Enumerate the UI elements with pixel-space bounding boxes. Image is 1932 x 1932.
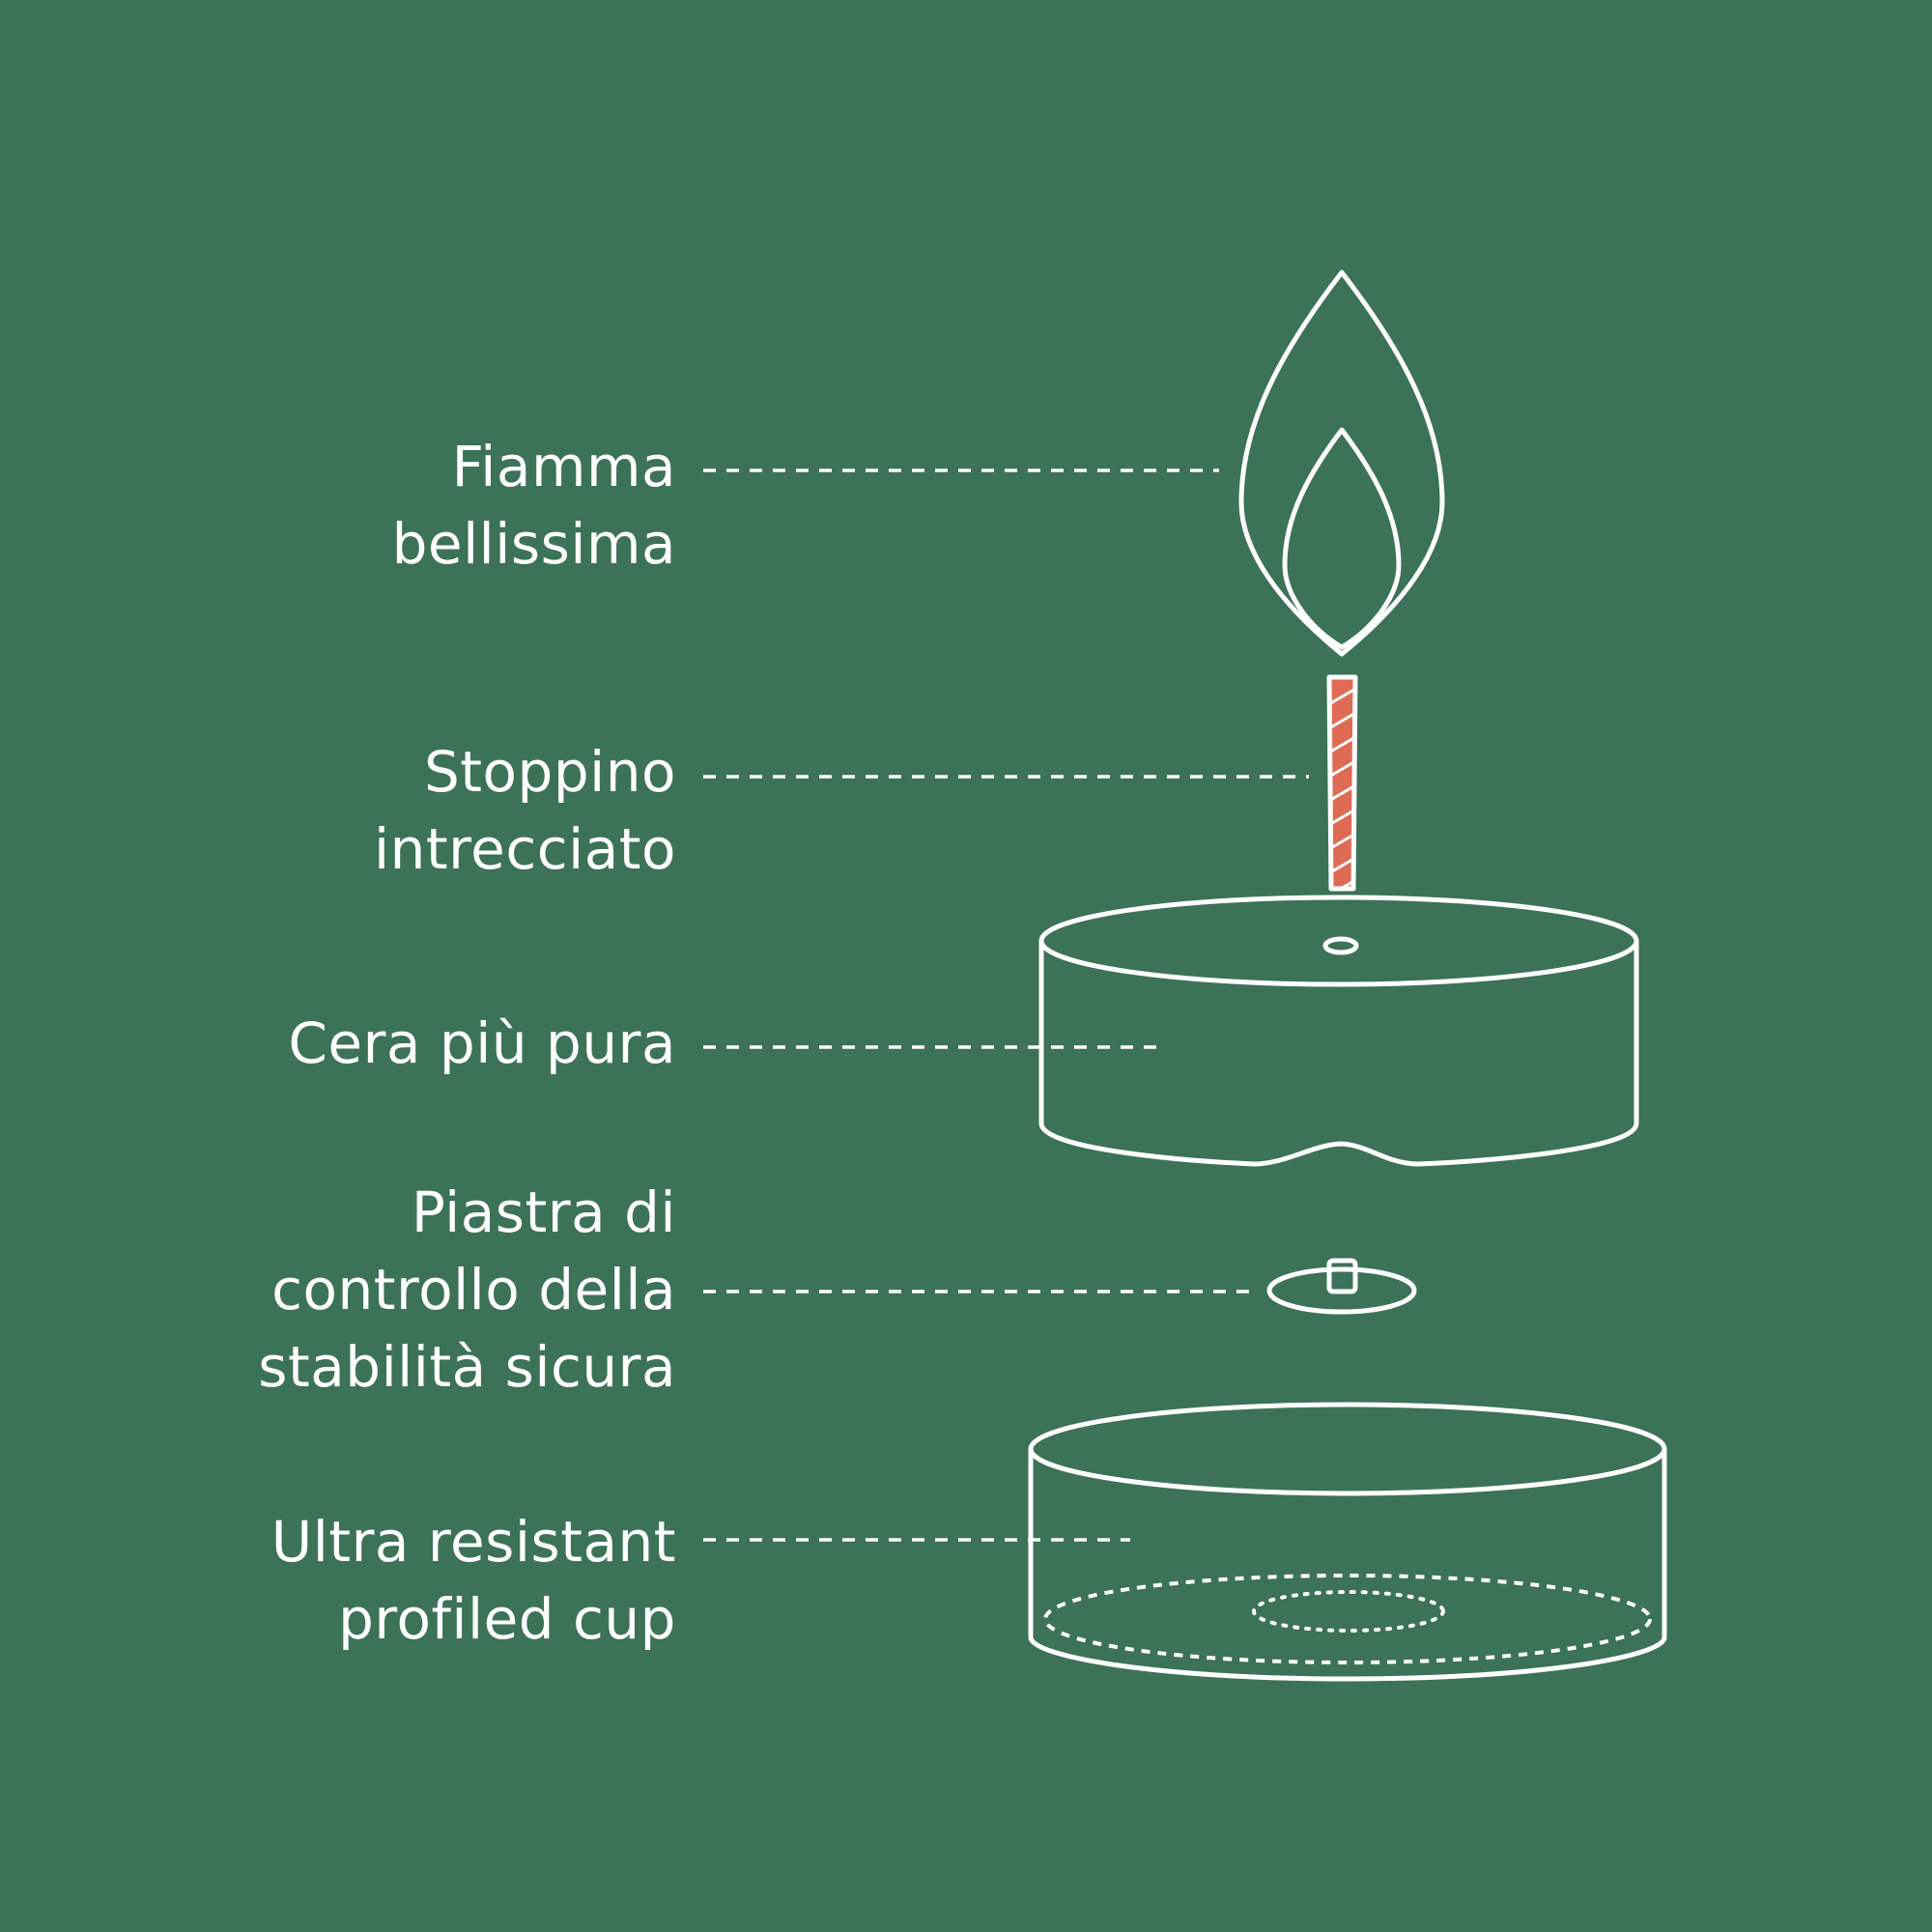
label-wick-line-2: intrecciato	[373, 816, 676, 882]
label-wax-line-1: Cera più pura	[288, 1010, 676, 1076]
label-cup-line-1: Ultra resistant	[270, 1509, 676, 1575]
plate-wick-holder	[1326, 1258, 1358, 1294]
label-cup: Ultra resistant profiled cup	[0, 1503, 676, 1658]
cup-rim	[1028, 1402, 1667, 1496]
wax-icon	[1038, 895, 1639, 1167]
stability-plate-icon	[1266, 1258, 1417, 1315]
cup-body	[1028, 1446, 1667, 1682]
wick-outline	[1326, 674, 1358, 892]
wax-wick-hole	[1322, 936, 1359, 955]
flame-inner	[1282, 427, 1402, 650]
plate-disc	[1266, 1266, 1417, 1315]
label-flame-line-1: Fiamma	[451, 434, 676, 499]
label-cup-line-2: profiled cup	[338, 1586, 676, 1652]
label-plate-line-3: stabilità sicura	[258, 1334, 676, 1400]
wax-body	[1038, 938, 1639, 1167]
label-flame: Fiamma bellissima	[0, 428, 676, 582]
braided-wick-icon	[1326, 674, 1358, 892]
flame-outer	[1238, 270, 1445, 657]
cup-icon	[1028, 1402, 1667, 1682]
label-wick: Stoppino intrecciato	[0, 733, 676, 888]
label-wax: Cera più pura	[0, 1005, 676, 1082]
label-plate: Piastra di controllo della stabilità sic…	[0, 1174, 676, 1406]
flame-icon	[1238, 270, 1445, 657]
label-plate-line-2: controllo della	[271, 1257, 676, 1322]
cup-base-profile	[1043, 1574, 1652, 1664]
cup-inner-ring	[1252, 1590, 1445, 1633]
label-wick-line-1: Stoppino	[423, 739, 676, 805]
wick-fill	[1329, 677, 1355, 889]
label-plate-line-1: Piastra di	[411, 1179, 676, 1245]
label-flame-line-2: bellissima	[391, 511, 676, 577]
